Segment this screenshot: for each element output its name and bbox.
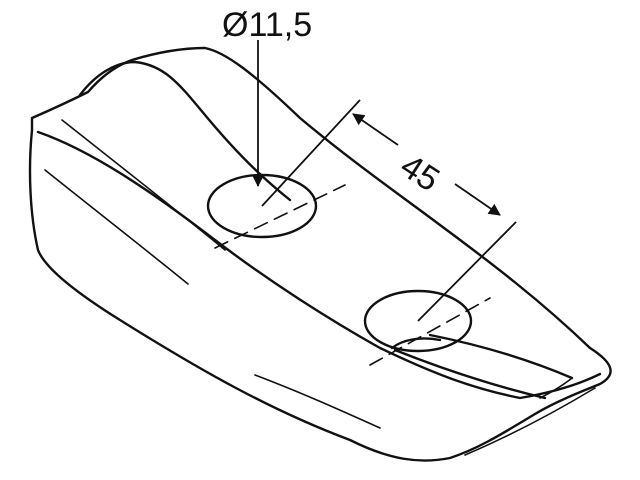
wedge-body (28, 46, 612, 462)
wedge-top-edge (36, 130, 602, 400)
centerline-lower (369, 297, 491, 366)
extension-line-lower (417, 221, 517, 322)
centerline-upper (214, 184, 346, 249)
hole-lower (363, 289, 473, 353)
slot-edge-upper (428, 333, 574, 380)
slot-edge-lower (393, 348, 547, 400)
spacing-dimension: 45 (261, 99, 517, 322)
tip-inner-line (464, 387, 596, 456)
wedge-outer-outline (28, 46, 612, 462)
extension-line-upper (261, 99, 361, 207)
slot-end (539, 377, 573, 399)
bottom-edge-line (254, 374, 381, 429)
side-face-line-lower (44, 169, 189, 285)
spacing-dimension-line-a (352, 113, 399, 146)
hole-lower-outline (363, 289, 473, 353)
diameter-label: Ø11,5 (222, 6, 312, 44)
spacing-label: 45 (394, 147, 446, 199)
slot-channel (393, 333, 574, 400)
diameter-dimension: Ø11,5 (222, 6, 312, 187)
centerlines (214, 184, 491, 366)
side-face-line-upper (61, 119, 226, 251)
hole-lower-inner-edge (390, 337, 442, 350)
wedge-hump (78, 60, 292, 202)
spacing-dimension-line-b (454, 183, 501, 216)
